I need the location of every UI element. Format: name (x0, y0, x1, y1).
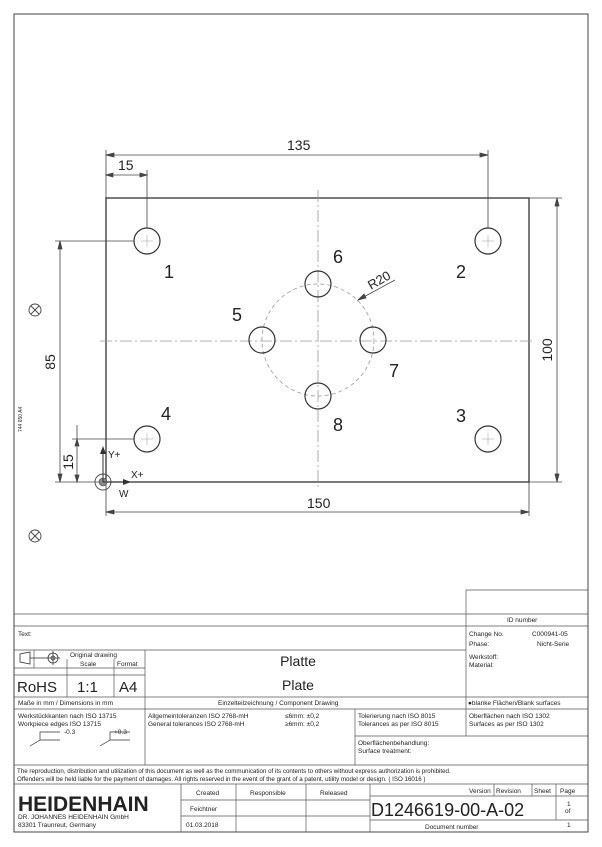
title-block-lines (14, 589, 588, 832)
tol-le6: ≤6mm: ±0,2 (285, 713, 320, 720)
format-label: Format (117, 661, 138, 668)
holes (133, 227, 502, 453)
edges-en: Workpiece edges ISO 13715 (18, 721, 101, 728)
hole-label-3: 3 (456, 406, 466, 426)
edges-de: Werkstückkanten nach ISO 13715 (18, 713, 117, 720)
copyright-line-2: Offenders will be held liable for the pa… (17, 776, 426, 783)
plate-outline (105, 197, 530, 483)
hole-3 (474, 425, 502, 453)
hole-6 (304, 270, 332, 298)
surfaces-de: Oberflächen nach ISO 1302 (469, 713, 550, 720)
sheet-value: 1 (567, 801, 571, 808)
tolerierung-de: Tolerierung nach ISO 8015 (358, 713, 436, 720)
dim-135-text: 135 (287, 137, 311, 153)
edge-symbols-icon (29, 731, 130, 747)
company-address: 83301 Traunreut, Germany (18, 822, 97, 829)
edge-tol-minus: -0.3 (64, 729, 76, 736)
surface-note: ●blanke Flächen/Blank surfaces (468, 700, 561, 707)
surface-treatment-de: Oberflächenbehandlung: (358, 740, 429, 747)
werkstoff-label: Werkstoff: (469, 654, 498, 661)
dimensions-note: Maße in mm / Dimensions in mm (18, 700, 113, 707)
dim-150 (105, 482, 530, 516)
center-lines (100, 190, 535, 490)
change-no-label: Change No. (469, 631, 504, 638)
title-en: Plate (282, 677, 314, 693)
drawing-type: Einzelteilzeichnung / Component Drawing (218, 700, 339, 707)
sheet-frame (13, 13, 589, 833)
heidenhain-logo: HEIDENHAIN (18, 793, 149, 816)
original-drawing-label: Original drawing (70, 652, 117, 659)
company-name: DR. JOHANNES HEIDENHAIN GmbH (18, 814, 129, 821)
punch-markers (28, 303, 42, 543)
dim-135 (105, 150, 489, 228)
phase-label: Phase: (469, 641, 489, 648)
surface-treatment-en: Surface treatment: (358, 748, 412, 755)
sheet-total: 1 (567, 822, 571, 829)
text-label: Text: (18, 631, 32, 638)
axis-origin-label: W (119, 489, 129, 500)
dim-15-top (104, 170, 149, 228)
copyright-line-1: The reproduction, distribution and utili… (17, 768, 451, 775)
created-by: Feichtner (190, 806, 218, 813)
tol-gt6: ≥6mm: ±0,2 (285, 721, 320, 728)
hole-label-1: 1 (164, 262, 174, 282)
released-label: Released (320, 790, 348, 797)
general-tol-en: General tolerances ISO 2768-mH (148, 721, 245, 728)
hole-label-8: 8 (333, 415, 343, 435)
version-label: Version (469, 788, 491, 795)
dim-15-top-text: 15 (118, 157, 134, 173)
created-label: Created (196, 790, 220, 797)
hole-label-7: 7 (389, 361, 399, 381)
dim-15-left (72, 425, 134, 484)
hole-labels: 1 2 3 4 5 6 7 8 (161, 247, 466, 435)
scale-value: 1:1 (77, 679, 98, 696)
phase-value: Nicht-Serie (537, 641, 570, 648)
general-tol-de: Allgemeintoleranzen ISO 2768-mH (148, 713, 249, 720)
responsible-label: Responsible (250, 790, 286, 797)
hole-5 (248, 326, 276, 354)
document-number: D1246619-00-A-02 (371, 800, 524, 820)
hole-label-2: 2 (456, 262, 466, 282)
change-no-value: C000941-05 (532, 631, 568, 638)
page-label: Page (560, 788, 576, 795)
sheet-label: Sheet (534, 788, 551, 795)
radius-leader (356, 279, 396, 301)
document-number-label: Document number (425, 824, 479, 831)
axis-y-label: Y+ (108, 450, 121, 461)
hole-label-5: 5 (232, 305, 242, 325)
material-label: Material: (469, 662, 494, 669)
id-number-label: ID number (507, 617, 538, 624)
axis-x-label: X+ (131, 470, 144, 481)
dim-85 (55, 240, 134, 483)
dim-85-text: 85 (42, 354, 58, 370)
side-code: 744 650 A4 (18, 406, 24, 432)
hole-8 (304, 382, 332, 410)
hole-label-4: 4 (161, 404, 171, 424)
hole-7 (359, 326, 387, 354)
dim-100 (529, 197, 562, 483)
dim-100-text: 100 (539, 338, 555, 362)
projection-symbol-icon (19, 651, 60, 665)
edge-tol-plus: +0.3 (114, 729, 127, 736)
surfaces-en: Surfaces as per ISO 1302 (469, 721, 544, 728)
of-label: of (565, 808, 571, 815)
created-date: 01.03.2018 (186, 822, 219, 829)
dim-150-text: 150 (307, 495, 331, 511)
title-de: Platte (280, 653, 316, 669)
scale-label: Scale (80, 661, 97, 668)
format-value: A4 (119, 679, 137, 696)
tolerierung-en: Tolerances as per ISO 8015 (358, 721, 439, 728)
title-block-text: ID number Text: Change No. C000941-05 Ph… (17, 617, 576, 831)
pitch-circle (261, 283, 375, 397)
dim-15-left-text: 15 (60, 454, 76, 470)
origin-symbol (94, 446, 131, 491)
rohs-label: RoHS (17, 679, 57, 696)
hole-label-6: 6 (333, 247, 343, 267)
revision-label: Revision (496, 788, 521, 795)
